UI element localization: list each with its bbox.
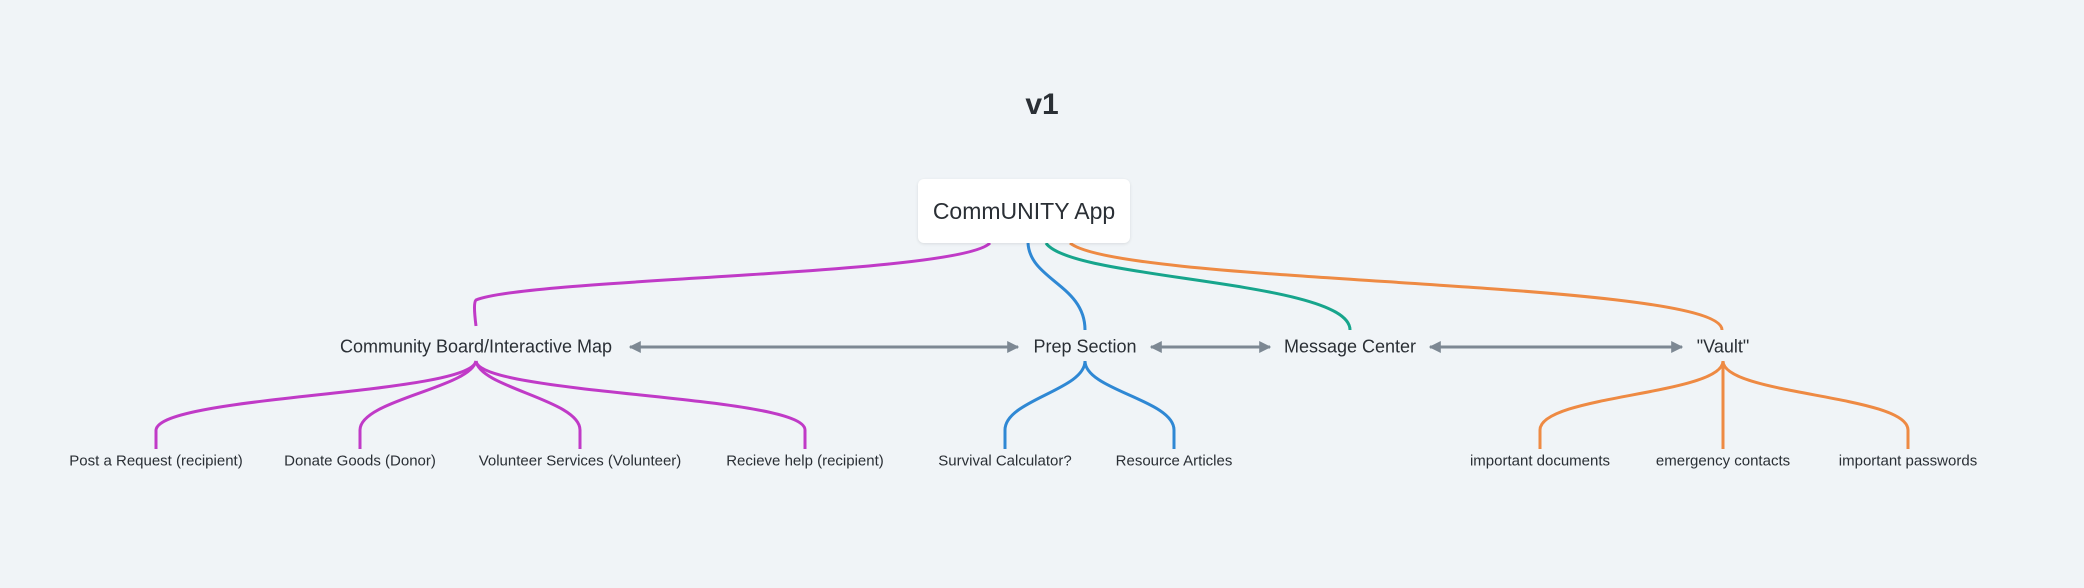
link-root-vault — [1069, 241, 1724, 331]
node-recieve-help[interactable]: Recieve help (recipient) — [726, 452, 884, 470]
node-post-request[interactable]: Post a Request (recipient) — [69, 452, 243, 470]
root-node[interactable]: CommUNITY App — [918, 179, 1130, 243]
node-donate-goods[interactable]: Donate Goods (Donor) — [284, 452, 436, 470]
diagram-title: v1 — [1025, 88, 1059, 121]
node-community-board[interactable]: Community Board/Interactive Map — [339, 336, 613, 357]
node-emergency-contacts[interactable]: emergency contacts — [1655, 452, 1791, 470]
node-vault[interactable]: "Vault" — [1696, 336, 1750, 357]
node-important-passwords[interactable]: important passwords — [1838, 452, 1978, 470]
node-important-documents[interactable]: important documents — [1469, 452, 1611, 470]
link-root-prep — [1026, 242, 1087, 331]
node-prep-section[interactable]: Prep Section — [1033, 336, 1137, 357]
node-survival-calculator[interactable]: Survival Calculator? — [938, 452, 1072, 470]
link-root-community — [473, 241, 992, 327]
link-root-message — [1044, 242, 1352, 331]
vault-children-links — [1538, 360, 1910, 449]
community-children-links — [154, 360, 807, 449]
node-resource-articles[interactable]: Resource Articles — [1115, 452, 1233, 470]
prep-children-links — [1003, 360, 1176, 449]
node-message-center[interactable]: Message Center — [1283, 336, 1417, 357]
node-volunteer-services[interactable]: Volunteer Services (Volunteer) — [478, 452, 682, 470]
